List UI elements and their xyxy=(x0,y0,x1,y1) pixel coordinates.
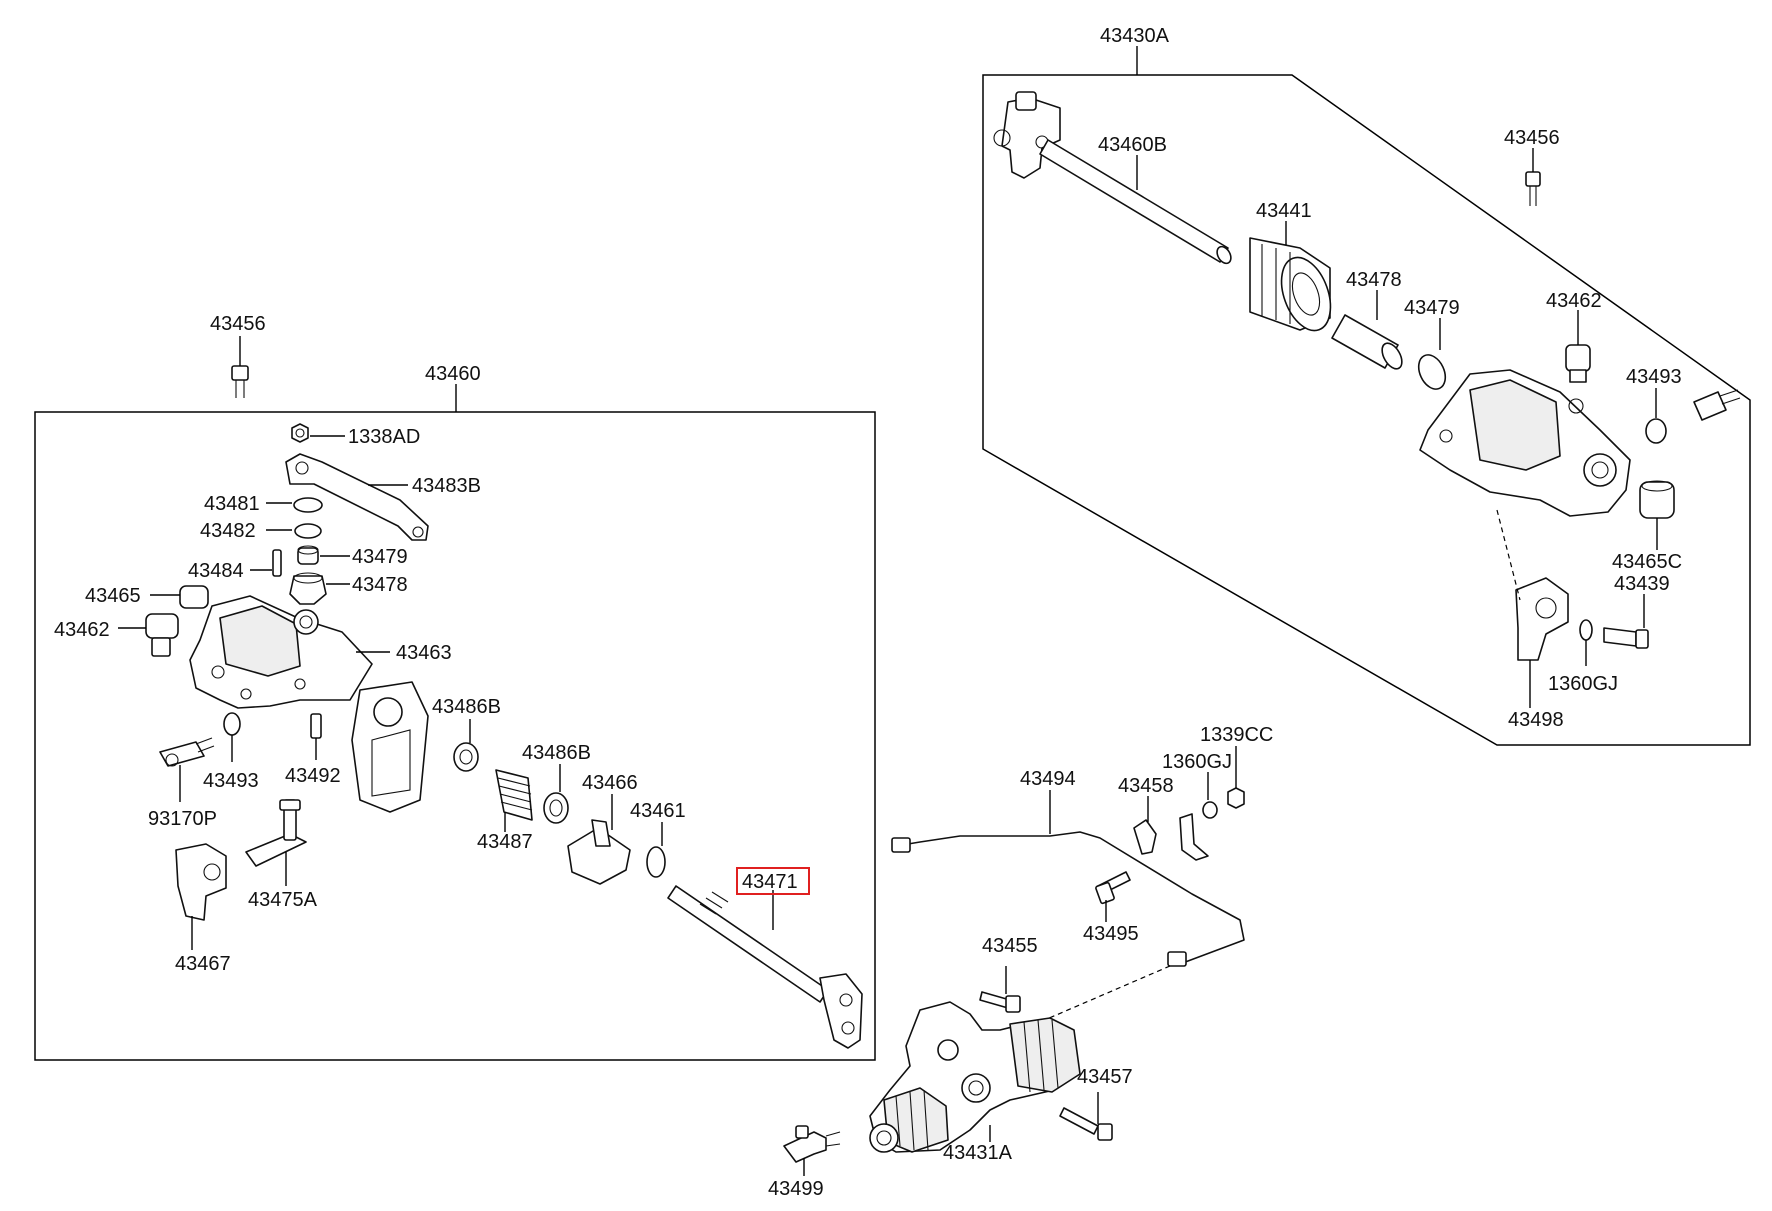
arm-43483B-part xyxy=(285,453,429,541)
sensor-93170P-part xyxy=(159,737,215,767)
label-43493-left: 43493 xyxy=(203,770,259,792)
nut-1338AD-part xyxy=(291,423,309,443)
washer-43482-part xyxy=(294,523,322,539)
housing-43463-part xyxy=(189,595,429,813)
bushing-43465C-part xyxy=(1639,480,1675,519)
boot-43441-part xyxy=(1249,237,1332,332)
label-43495: 43495 xyxy=(1083,923,1139,945)
rod-43460B-part xyxy=(1039,139,1232,265)
seal-43486B-a-part xyxy=(453,742,479,772)
highlight-43471 xyxy=(736,867,810,895)
label-43431A: 43431A xyxy=(943,1142,1013,1164)
housing-43430A-part xyxy=(1419,369,1631,517)
sleeve-43478-top-part xyxy=(1331,314,1403,370)
label-43483B: 43483B xyxy=(412,475,481,497)
label-43456-left: 43456 xyxy=(210,313,266,335)
seal-43486B-b-part xyxy=(543,792,569,824)
assembly-43430A-frame xyxy=(982,74,1751,746)
label-43487: 43487 xyxy=(477,831,533,853)
pin-43484-part xyxy=(272,549,282,577)
label-43439: 43439 xyxy=(1614,573,1670,595)
cap-43462-top-part xyxy=(1565,344,1591,383)
label-43493-top: 43493 xyxy=(1626,366,1682,388)
lever-43475A-part xyxy=(245,799,307,867)
lever-43498-part xyxy=(1515,577,1569,661)
bolt-43439-part xyxy=(1603,627,1649,649)
yoke-fitting-part xyxy=(993,91,1061,179)
label-1360GJ-mid: 1360GJ xyxy=(1162,751,1232,773)
label-43460B: 43460B xyxy=(1098,134,1167,156)
bolt-43456-left-part xyxy=(231,365,249,398)
label-43456-top: 43456 xyxy=(1504,127,1560,149)
washer-43481-part xyxy=(293,497,323,513)
pin-43492-part xyxy=(310,713,322,739)
bracket-mid-part xyxy=(1179,813,1209,861)
label-43479-top: 43479 xyxy=(1404,297,1460,319)
label-43484: 43484 xyxy=(188,560,244,582)
fork-43467-part xyxy=(175,843,227,921)
label-1360GJ-top: 1360GJ xyxy=(1548,673,1618,695)
shaft-43471-part xyxy=(667,885,863,1049)
bolt-43455-part xyxy=(979,991,1021,1013)
label-43466: 43466 xyxy=(582,772,638,794)
label-43486B-a: 43486B xyxy=(432,696,501,718)
label-43471: 43471 xyxy=(742,871,798,893)
bushing-43465-part xyxy=(179,585,209,609)
part-labels: 43430A 43460B 43456 43441 43478 43479 43… xyxy=(54,25,1682,1200)
cable-and-cylinder xyxy=(783,746,1245,1176)
label-43465C: 43465C xyxy=(1612,551,1682,573)
fitting-43499-part xyxy=(783,1125,841,1163)
ring-43479-top-part xyxy=(1417,354,1447,390)
washer-43493-left-part xyxy=(223,712,241,736)
cylinder-43431A-part xyxy=(869,1001,1081,1153)
assembly-43430A xyxy=(982,46,1751,746)
label-43465: 43465 xyxy=(85,585,141,607)
label-43482: 43482 xyxy=(200,520,256,542)
clip-43458-part xyxy=(1133,819,1157,855)
bolt-43456-top-part xyxy=(1525,171,1541,206)
label-43463: 43463 xyxy=(396,642,452,664)
label-43460: 43460 xyxy=(425,363,481,385)
label-1339CC: 1339CC xyxy=(1200,724,1273,746)
label-43494: 43494 xyxy=(1020,768,1076,790)
label-43481: 43481 xyxy=(204,493,260,515)
ring-43479-left-part xyxy=(297,545,319,565)
cap-43462-left-part xyxy=(145,613,179,657)
assembly-43460-frame xyxy=(34,411,876,1061)
washer-1360GJ-mid-part xyxy=(1202,801,1218,819)
label-43492: 43492 xyxy=(285,765,341,787)
label-43499: 43499 xyxy=(768,1178,824,1200)
bolt-43495-part xyxy=(1095,871,1131,905)
label-43441: 43441 xyxy=(1256,200,1312,222)
washer-43493-top-part xyxy=(1645,418,1667,444)
label-43478-top: 43478 xyxy=(1346,269,1402,291)
sensor-top-part xyxy=(1693,389,1741,421)
label-43430A: 43430A xyxy=(1100,25,1170,47)
label-43479-left: 43479 xyxy=(352,546,408,568)
oring-43461-part xyxy=(646,846,666,878)
label-43475A: 43475A xyxy=(248,889,318,911)
bolt-43457-part xyxy=(1059,1107,1113,1141)
sleeve-43478-left-part xyxy=(289,572,327,605)
label-43455: 43455 xyxy=(982,935,1038,957)
label-43462-top: 43462 xyxy=(1546,290,1602,312)
assembly-43460 xyxy=(34,336,876,1061)
bracket-43466-part xyxy=(567,819,631,885)
label-1338AD: 1338AD xyxy=(348,426,420,448)
label-43462-left: 43462 xyxy=(54,619,110,641)
cable-43494-part xyxy=(891,831,1245,967)
label-43457: 43457 xyxy=(1077,1066,1133,1088)
label-43461: 43461 xyxy=(630,800,686,822)
label-43458: 43458 xyxy=(1118,775,1174,797)
label-93170P: 93170P xyxy=(148,808,217,830)
label-43486B-b: 43486B xyxy=(522,742,591,764)
label-43498: 43498 xyxy=(1508,709,1564,731)
spring-43487-part xyxy=(495,769,533,821)
label-43478-left: 43478 xyxy=(352,574,408,596)
washer-1360GJ-top-part xyxy=(1579,619,1593,641)
label-43467: 43467 xyxy=(175,953,231,975)
nut-1339CC-part xyxy=(1227,787,1245,809)
